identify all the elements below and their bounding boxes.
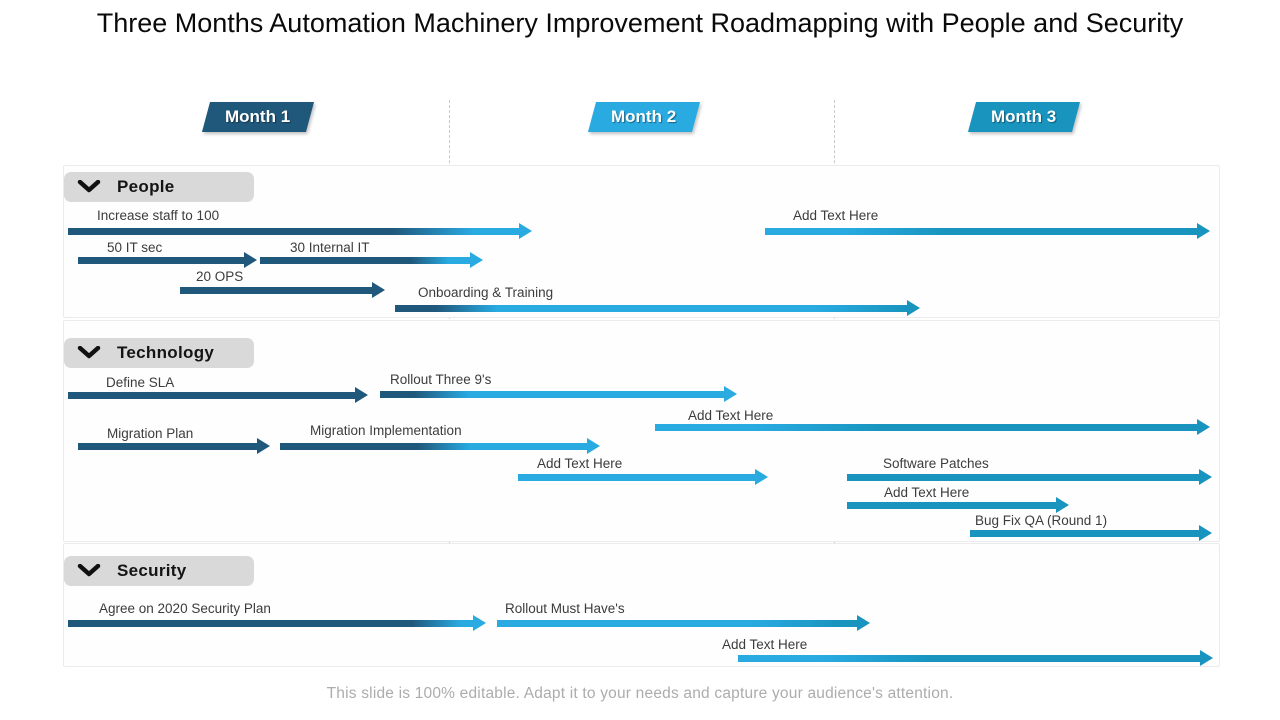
section-header-people[interactable]: People: [64, 172, 254, 202]
month-1-header: Month 1: [201, 102, 315, 132]
section-box-security: [63, 543, 1220, 667]
section-label-people: People: [117, 177, 175, 196]
footer-note: This slide is 100% editable. Adapt it to…: [326, 685, 954, 702]
section-label-security: Security: [117, 561, 187, 580]
chevron-down-icon: [77, 180, 101, 193]
page-title: Three Months Automation Machinery Improv…: [96, 8, 1184, 38]
month-1-label: Month 1: [225, 107, 291, 126]
chevron-down-icon: [77, 346, 101, 359]
month-3-label: Month 3: [991, 107, 1057, 126]
month-2-header: Month 2: [587, 102, 701, 132]
month-3-header: Month 3: [967, 102, 1081, 132]
section-header-technology[interactable]: Technology: [64, 338, 254, 368]
section-header-security[interactable]: Security: [64, 556, 254, 586]
chevron-down-icon: [77, 564, 101, 577]
section-label-technology: Technology: [117, 343, 215, 362]
month-2-label: Month 2: [611, 107, 677, 126]
